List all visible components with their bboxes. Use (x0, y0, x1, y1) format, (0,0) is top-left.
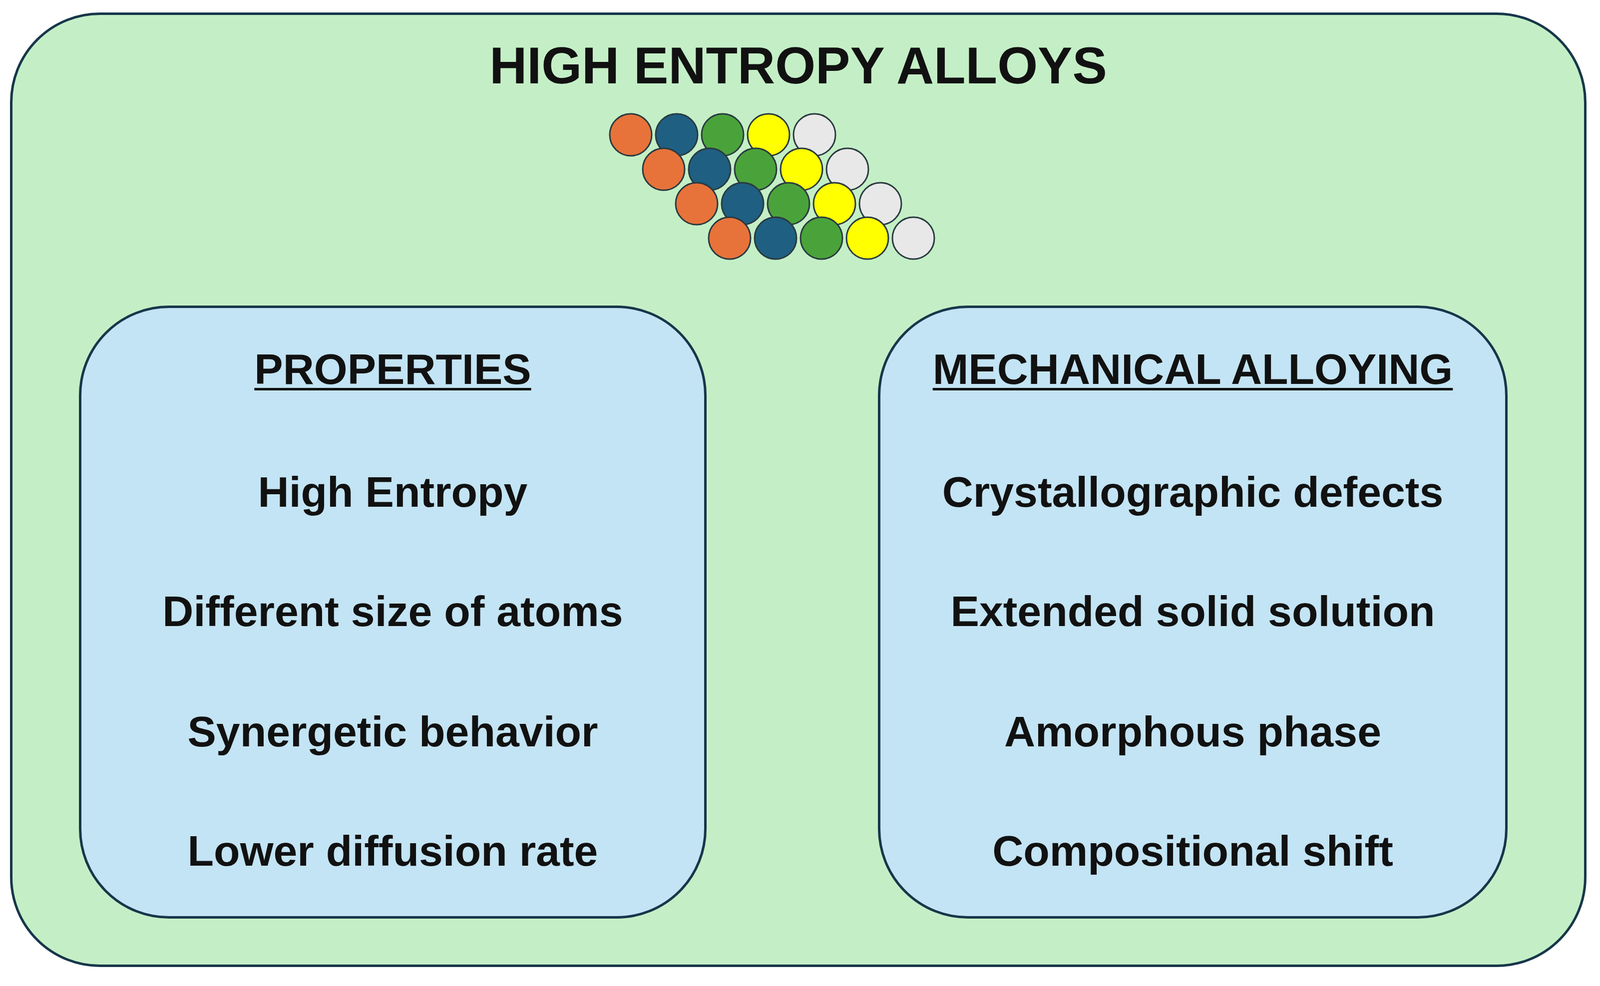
list-item: Compositional shift (880, 826, 1506, 876)
list-item: High Entropy (81, 467, 705, 517)
outer-group-box: HIGH ENTROPY ALLOYS PROPERTIES High Entrop… (9, 12, 1587, 968)
list-item: Amorphous phase (880, 707, 1506, 757)
diagram-heading: HIGH ENTROPY ALLOYS (12, 35, 1585, 96)
list-item: Synergetic behavior (81, 707, 705, 757)
list-item: Different size of atoms (81, 586, 705, 637)
section-heading: PROPERTIES (81, 344, 705, 395)
category-box: PROPERTIES High EntropyDifferent size of … (78, 305, 707, 919)
list-item: Lower diffusion rate (81, 826, 705, 876)
section-heading: MECHANICAL ALLOYING (880, 344, 1506, 395)
list-item: Extended solid solution (880, 586, 1506, 637)
category-box: MECHANICAL ALLOYING Crystallographic defe… (877, 305, 1508, 919)
list-item: Crystallographic defects (880, 467, 1506, 517)
